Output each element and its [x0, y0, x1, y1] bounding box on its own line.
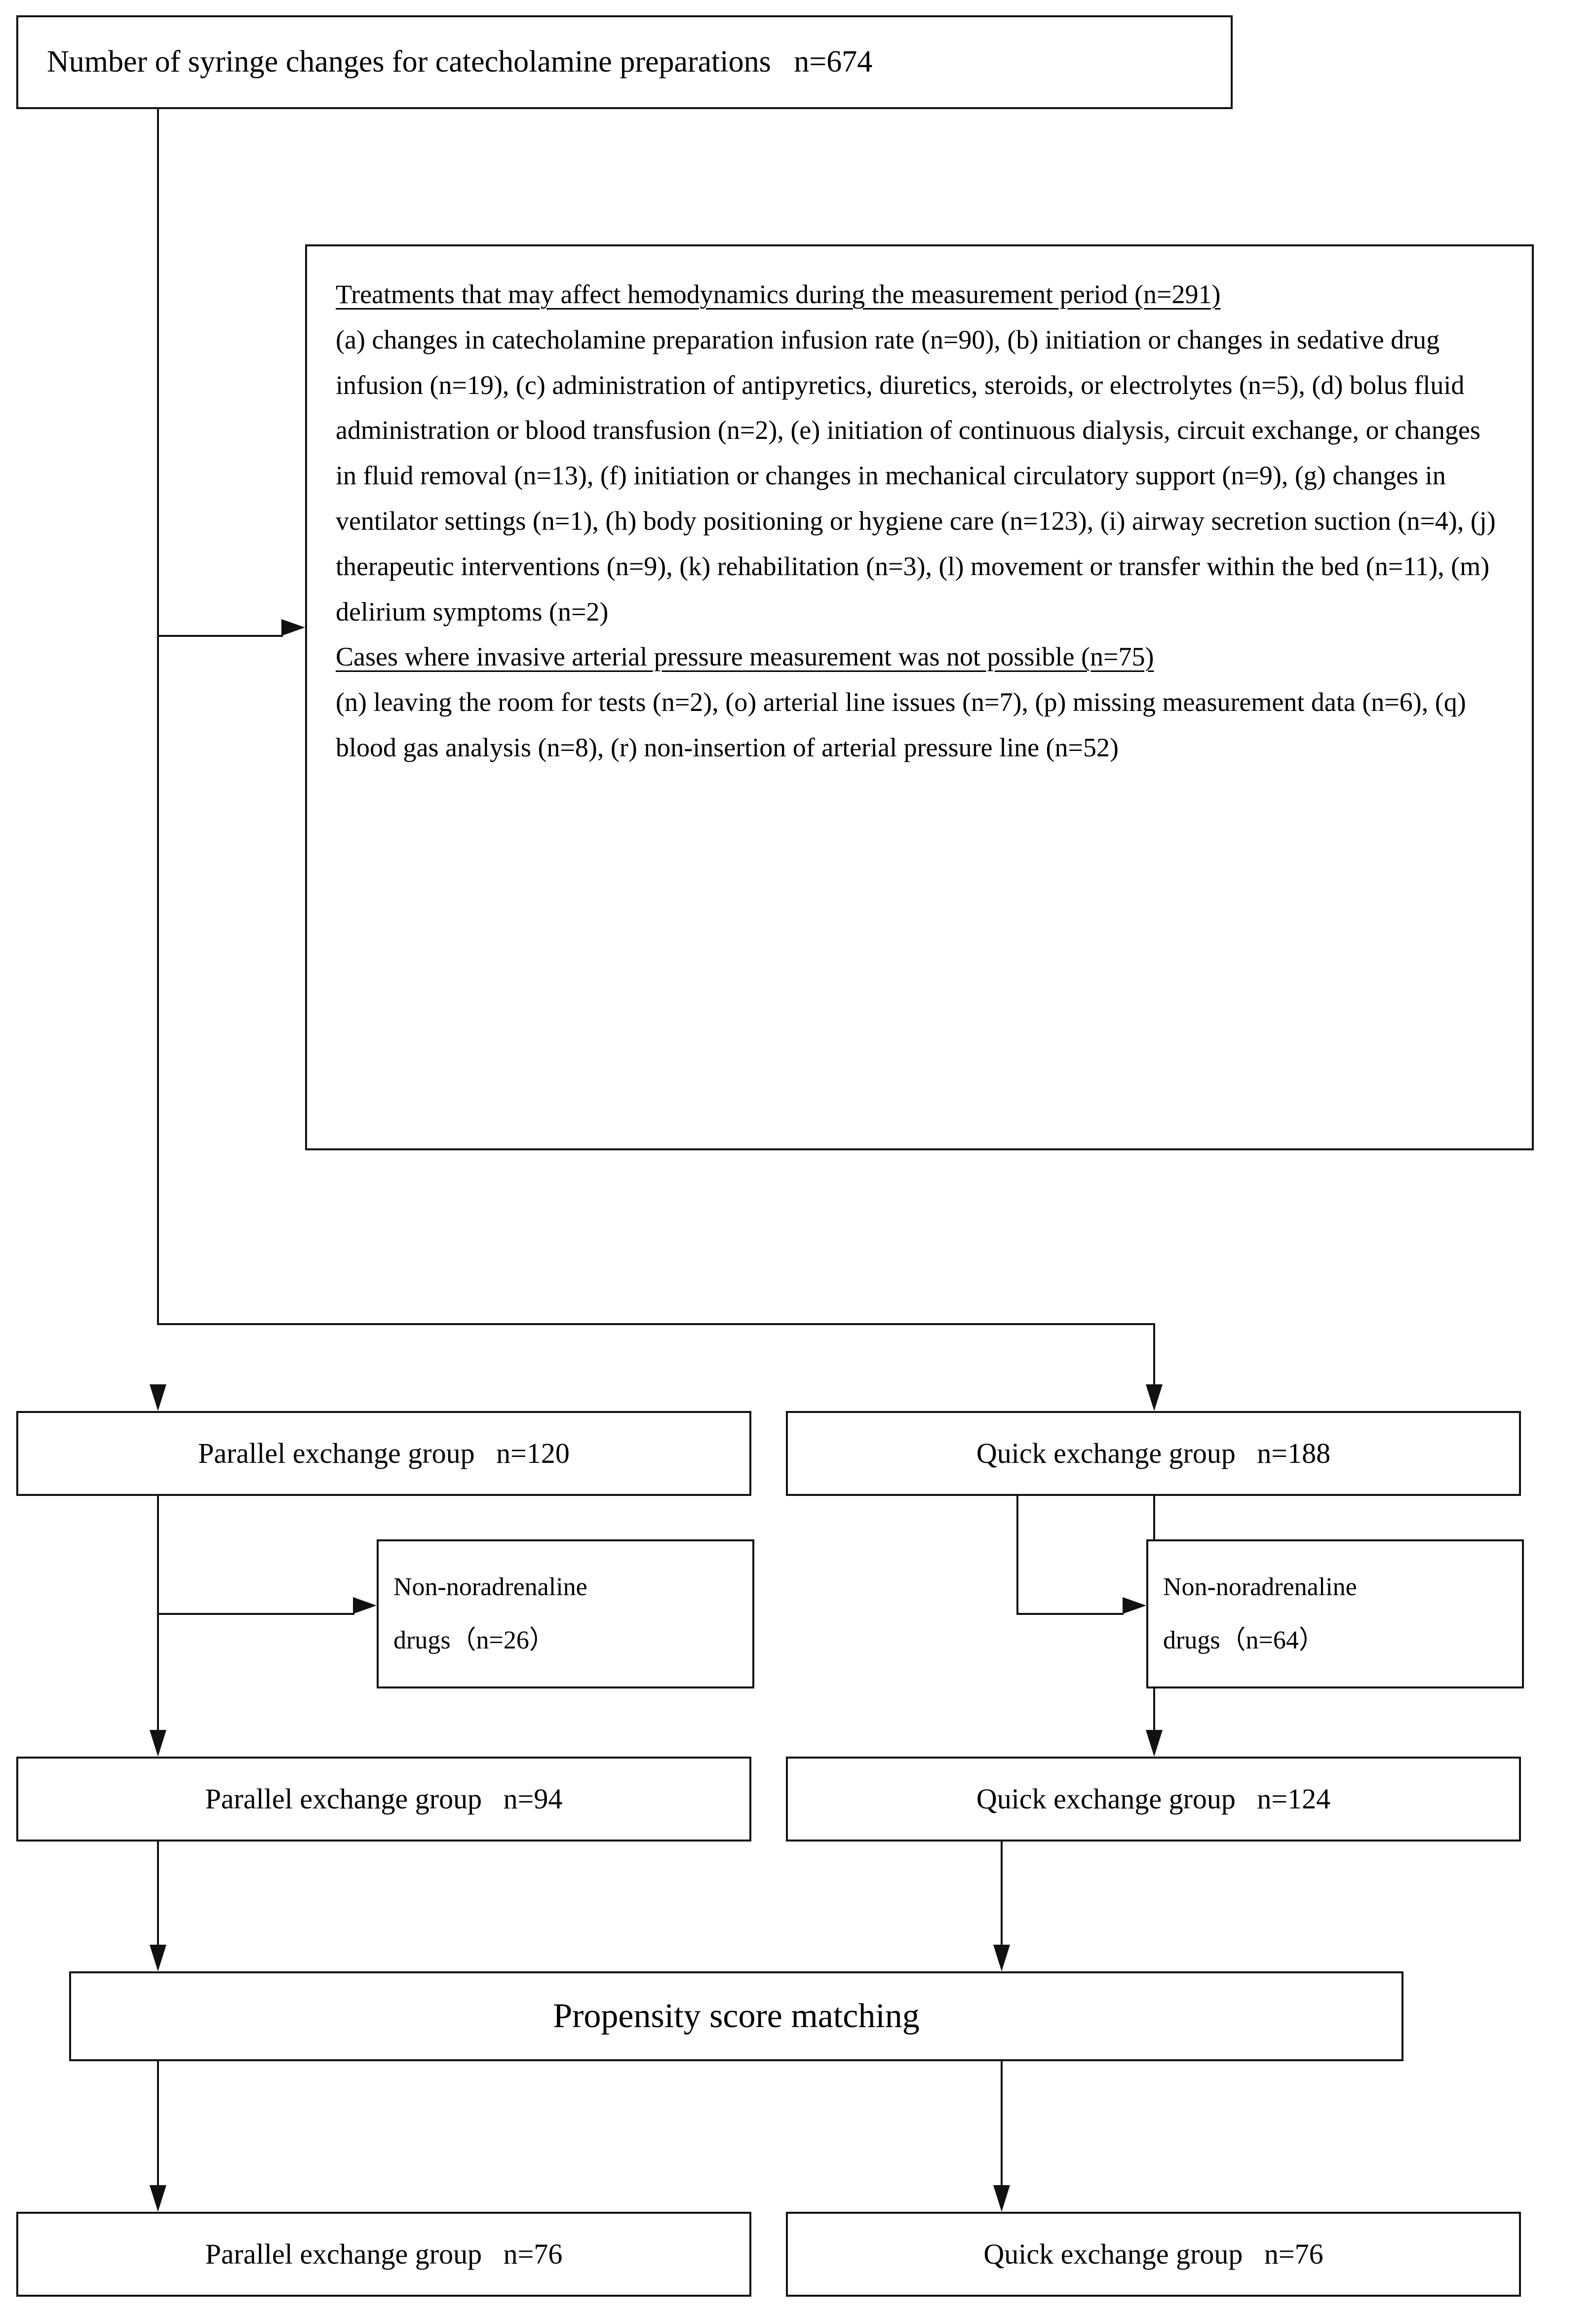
arrowhead-quick-1: [1146, 1384, 1163, 1411]
node-quick-non-noradrenaline-line1: Non-noradrenaline: [1163, 1572, 1357, 1601]
exclusion-heading-treatments-text: Treatments that may affect hemodynamics …: [336, 279, 1221, 309]
node-propensity-score-matching: Propensity score matching: [69, 1971, 1403, 2061]
connector-parallel-excl-branch: [157, 1613, 354, 1615]
arrowhead-psm-right: [993, 1945, 1010, 1971]
node-quick-non-noradrenaline-line2: drugs（n=64）: [1163, 1626, 1324, 1654]
arrowhead-to-exclusion: [281, 619, 305, 636]
node-parallel-exchange-matched: Parallel exchange group n=76: [16, 2212, 751, 2297]
node-quick-exchange-initial-label: Quick exchange group n=188: [976, 1437, 1331, 1469]
arrowhead-quick-2: [1146, 1730, 1163, 1757]
exclusion-heading-treatments: Treatments that may affect hemodynamics …: [336, 272, 1503, 317]
exclusion-body-treatments: (a) changes in catecholamine preparation…: [336, 324, 1496, 627]
node-total-syringe-changes: Number of syringe changes for catecholam…: [16, 15, 1233, 109]
arrowhead-parallel-2: [150, 1730, 166, 1757]
node-quick-exchange-matched-label: Quick exchange group n=76: [983, 2237, 1324, 2270]
arrowhead-parallel-1: [150, 1384, 166, 1411]
connector-quick-excl-stem: [1016, 1496, 1018, 1614]
arrowhead-quick-3: [993, 2185, 1010, 2212]
connector-quick-excl-branch: [1016, 1613, 1124, 1615]
exclusion-body-arterial: (n) leaving the room for tests (n=2), (o…: [336, 687, 1466, 762]
connector-split-right-drop: [1153, 1323, 1155, 1385]
connector-quick-2-to-psm: [1001, 1842, 1003, 1945]
node-quick-exchange-matched: Quick exchange group n=76: [786, 2212, 1521, 2297]
connector-parallel-2-to-psm: [157, 1842, 159, 1945]
node-quick-non-noradrenaline: Non-noradrenaline drugs（n=64）: [1146, 1539, 1524, 1688]
node-quick-exchange-after-exclusion: Quick exchange group n=124: [786, 1757, 1521, 1842]
node-parallel-non-noradrenaline: Non-noradrenaline drugs（n=26）: [377, 1539, 754, 1688]
node-parallel-non-noradrenaline-line1: Non-noradrenaline: [393, 1572, 587, 1601]
connector-psm-to-parallel-3: [157, 2061, 159, 2185]
node-parallel-non-noradrenaline-line2: drugs（n=26）: [393, 1626, 555, 1654]
arrowhead-parallel-3: [150, 2185, 166, 2212]
node-total-syringe-changes-label: Number of syringe changes for catecholam…: [47, 45, 873, 79]
connector-split-bar: [157, 1323, 1155, 1325]
connector-trunk-main: [157, 109, 159, 1324]
node-propensity-score-matching-label: Propensity score matching: [553, 1997, 920, 2035]
exclusion-heading-arterial-text: Cases where invasive arterial pressure m…: [336, 642, 1154, 672]
node-parallel-exchange-initial: Parallel exchange group n=120: [16, 1411, 751, 1496]
node-exclusion-criteria: Treatments that may affect hemodynamics …: [305, 244, 1534, 1150]
connector-psm-to-quick-3: [1001, 2061, 1003, 2185]
node-quick-exchange-initial: Quick exchange group n=188: [786, 1411, 1521, 1496]
node-parallel-exchange-initial-label: Parallel exchange group n=120: [198, 1437, 570, 1469]
arrowhead-quick-excl: [1123, 1597, 1146, 1614]
arrowhead-psm-left: [150, 1945, 166, 1971]
connector-to-exclusion: [157, 635, 283, 637]
node-parallel-exchange-after-exclusion: Parallel exchange group n=94: [16, 1757, 751, 1842]
arrowhead-parallel-excl: [353, 1597, 377, 1614]
node-parallel-exchange-after-exclusion-label: Parallel exchange group n=94: [205, 1782, 563, 1815]
exclusion-heading-arterial: Cases where invasive arterial pressure m…: [336, 634, 1503, 680]
node-parallel-exchange-matched-label: Parallel exchange group n=76: [205, 2237, 563, 2270]
node-quick-exchange-after-exclusion-label: Quick exchange group n=124: [976, 1782, 1331, 1815]
